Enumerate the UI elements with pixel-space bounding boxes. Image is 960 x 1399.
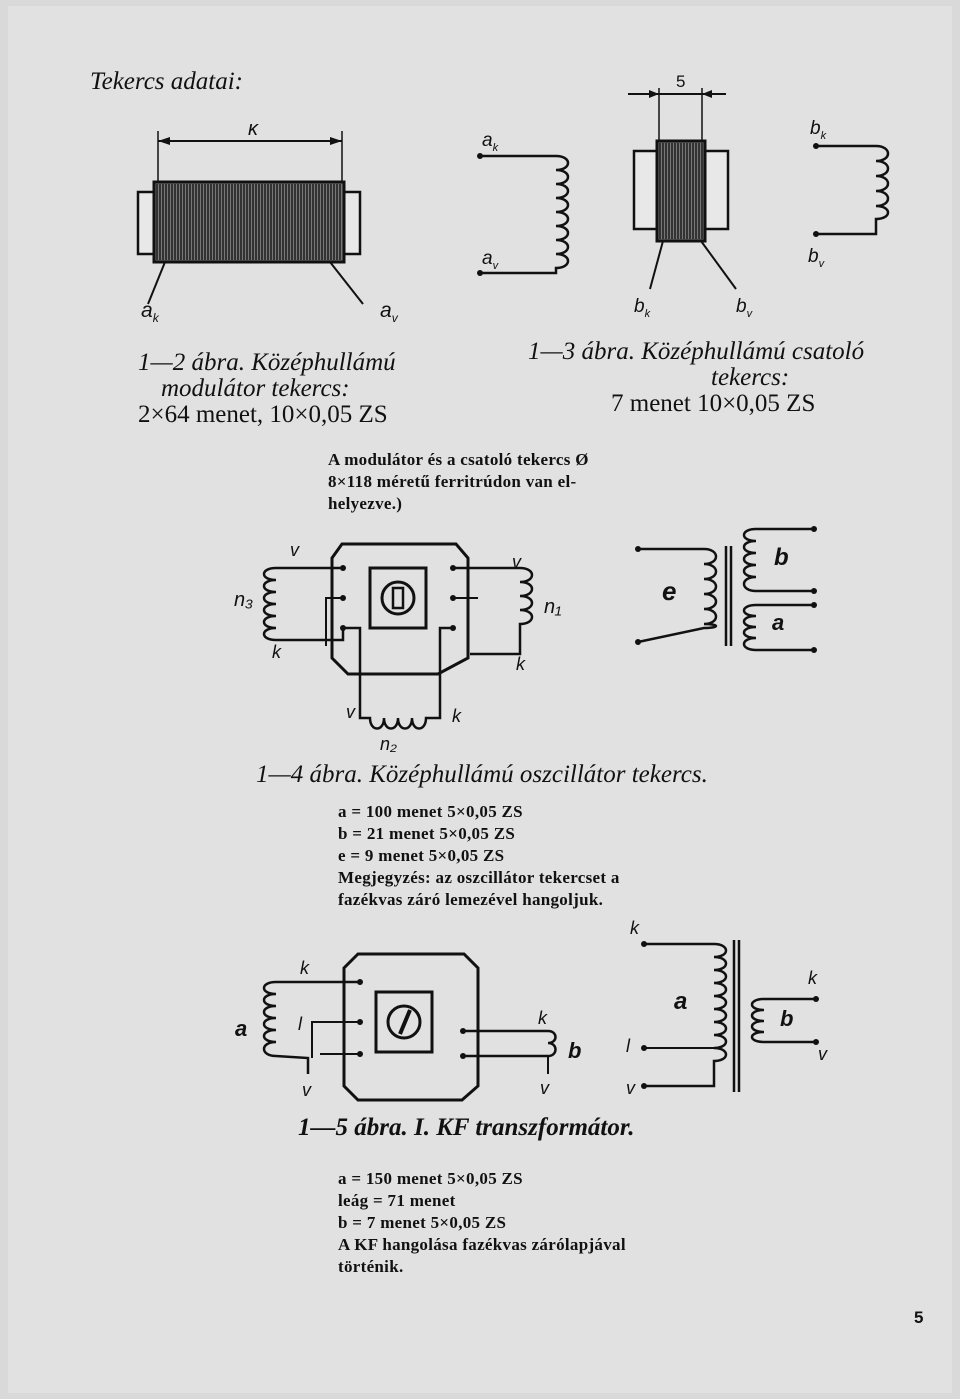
label-v-right-fig5: v [626, 1078, 635, 1098]
label-ak-rod: ak [141, 299, 159, 326]
figure-1-4-drawing [262, 526, 817, 730]
label-k-left: k [272, 642, 281, 662]
figure-1-4-spec-b: b = 21 menet 5×0,05 ZS [338, 824, 516, 843]
figure-1-5-spec-line4: A KF hangolása fazékvas zárólapjával [338, 1235, 626, 1254]
label-bk-coil: bk [810, 118, 827, 142]
label-v-right: v [512, 552, 521, 572]
figure-1-2-drawing [136, 131, 570, 305]
label-k-far: k [808, 968, 817, 988]
figure-1-5-spec-line5: történik. [338, 1257, 404, 1276]
figure-1-2-caption-line1: 1—2 ábra. Középhullámú [138, 349, 396, 376]
figure-1-5-drawing [262, 940, 819, 1102]
label-b-far: b [780, 1006, 794, 1031]
label-bv-coil: bv [808, 246, 825, 270]
figure-1-2-caption-line2: modulátor tekercs: [161, 375, 350, 402]
document-page: Tekercs adatai: ak av κ ak av 1—2 ábra. … [8, 6, 952, 1393]
label-ak-coil: ak [482, 130, 499, 154]
label-k-top: k [630, 918, 639, 938]
figure-1-5-spec-leag: leág = 71 menet [338, 1191, 456, 1210]
label-b: b [774, 544, 789, 571]
figure-1-3-caption-line3: 7 menet 10×0,05 ZS [611, 390, 816, 417]
label-k-mid: k [538, 1008, 547, 1028]
label-v-mid: v [540, 1078, 549, 1098]
label-bv-rod: bv [736, 296, 753, 320]
figure-1-3-drawing [628, 88, 890, 290]
label-n2: n₂ [380, 734, 397, 754]
page-heading: Tekercs adatai: [90, 68, 243, 95]
figure-1-3-caption-line1: 1—3 ábra. Középhullámú csatoló [528, 338, 865, 365]
figure-1-3-caption-line2: tekercs: [711, 364, 790, 391]
dimension-label-width: 5 [676, 72, 686, 91]
label-v-bottom: v [346, 702, 355, 722]
note-line1: A modulátor és a csatoló tekercs Ø [328, 450, 589, 469]
page-number: 5 [914, 1308, 924, 1327]
label-a-left: a [235, 1016, 248, 1041]
figure-1-4-caption: 1—4 ábra. Középhullámú oszcillátor teker… [256, 761, 708, 788]
figure-1-5-spec-b: b = 7 menet 5×0,05 ZS [338, 1213, 507, 1232]
figure-1-4-remark-line2: fazékvas záró lemezével hangoljuk. [338, 890, 604, 909]
note-line2: 8×118 méretű ferritrúdon van el- [328, 472, 577, 491]
label-v-far: v [818, 1044, 827, 1064]
label-n3: n₃ [234, 589, 254, 611]
label-k-bottom: k [452, 706, 461, 726]
label-v-left: v [290, 540, 299, 560]
figure-1-5-spec-a: a = 150 menet 5×0,05 ZS [338, 1169, 523, 1188]
figure-1-5-caption: 1—5 ábra. I. KF transzformátor. [298, 1114, 635, 1141]
label-av-rod: av [380, 299, 398, 326]
note-line3: helyezve.) [328, 494, 403, 513]
label-a-right: a [674, 988, 688, 1015]
dimension-label-length: κ [248, 118, 258, 140]
figure-1-4-spec-e: e = 9 menet 5×0,05 ZS [338, 846, 505, 865]
label-bk-rod: bk [634, 296, 651, 320]
label-av-coil: av [482, 248, 499, 272]
figure-1-4-remark: Megjegyzés: az oszcillátor tekercset a [338, 868, 620, 887]
figure-1-2-caption-line3: 2×64 menet, 10×0,05 ZS [138, 401, 388, 428]
label-n1: n₁ [544, 596, 562, 618]
label-v-left-fig5: v [302, 1080, 311, 1100]
label-k-left-fig5: k [300, 958, 309, 978]
label-a: a [772, 610, 785, 635]
label-k-right: k [516, 654, 525, 674]
figure-1-4-spec-a: a = 100 menet 5×0,05 ZS [338, 802, 523, 821]
label-l-left: l [298, 1014, 302, 1034]
label-e: e [662, 576, 677, 606]
label-b-mid: b [568, 1038, 582, 1063]
label-l-right: l [626, 1036, 630, 1056]
